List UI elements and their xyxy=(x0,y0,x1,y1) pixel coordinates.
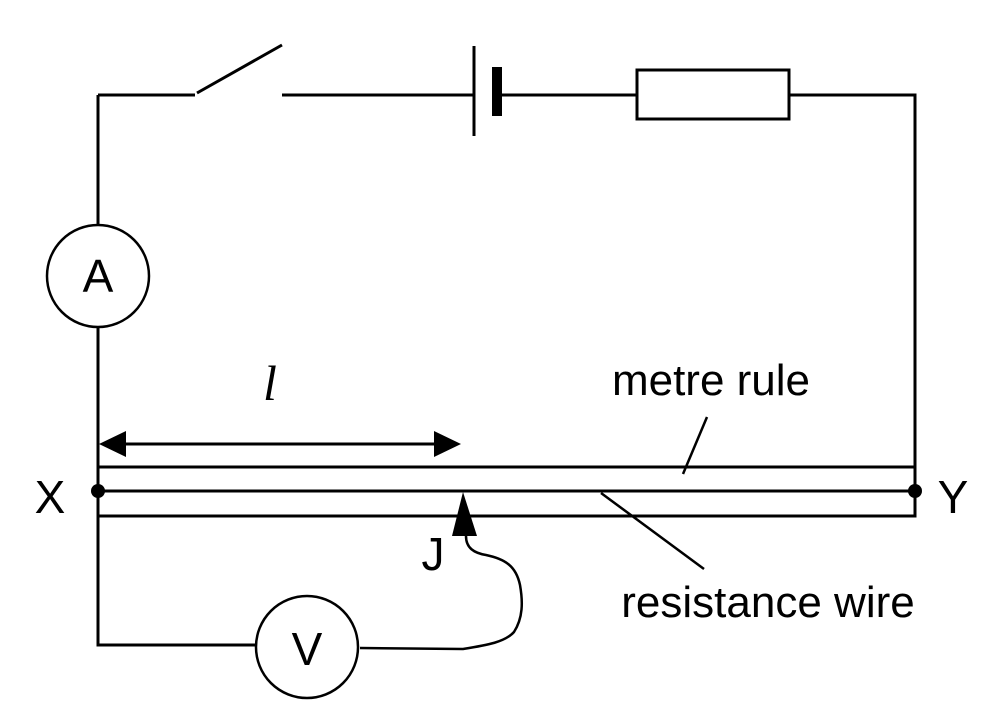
resistor-icon xyxy=(635,68,791,121)
length-arrow xyxy=(99,431,461,457)
switch-icon xyxy=(196,43,283,95)
label-x: X xyxy=(35,471,66,523)
wire-left-lower xyxy=(96,327,258,647)
label-y: Y xyxy=(938,471,969,523)
arrowhead-right-icon xyxy=(434,431,461,457)
wire-right-rail xyxy=(789,93,917,491)
terminal-y-dot xyxy=(908,484,922,498)
label-metre-rule: metre rule xyxy=(612,356,810,405)
ammeter: A xyxy=(45,223,151,329)
label-jockey: J xyxy=(422,528,445,580)
cell-icon xyxy=(472,46,502,136)
voltmeter-label: V xyxy=(292,623,323,675)
jockey-lead xyxy=(359,535,524,651)
voltmeter-circle-icon xyxy=(254,594,360,700)
jockey-arrow-icon[interactable] xyxy=(452,492,477,536)
resistance-wire-leader xyxy=(600,491,705,571)
label-resistance-wire: resistance wire xyxy=(621,578,914,627)
label-length: l xyxy=(263,355,277,411)
terminal-x-dot xyxy=(91,484,105,498)
arrowhead-left-icon xyxy=(99,431,126,457)
ammeter-label: A xyxy=(83,250,114,302)
voltmeter: V xyxy=(254,594,360,700)
metre-rule-leader xyxy=(681,416,709,475)
